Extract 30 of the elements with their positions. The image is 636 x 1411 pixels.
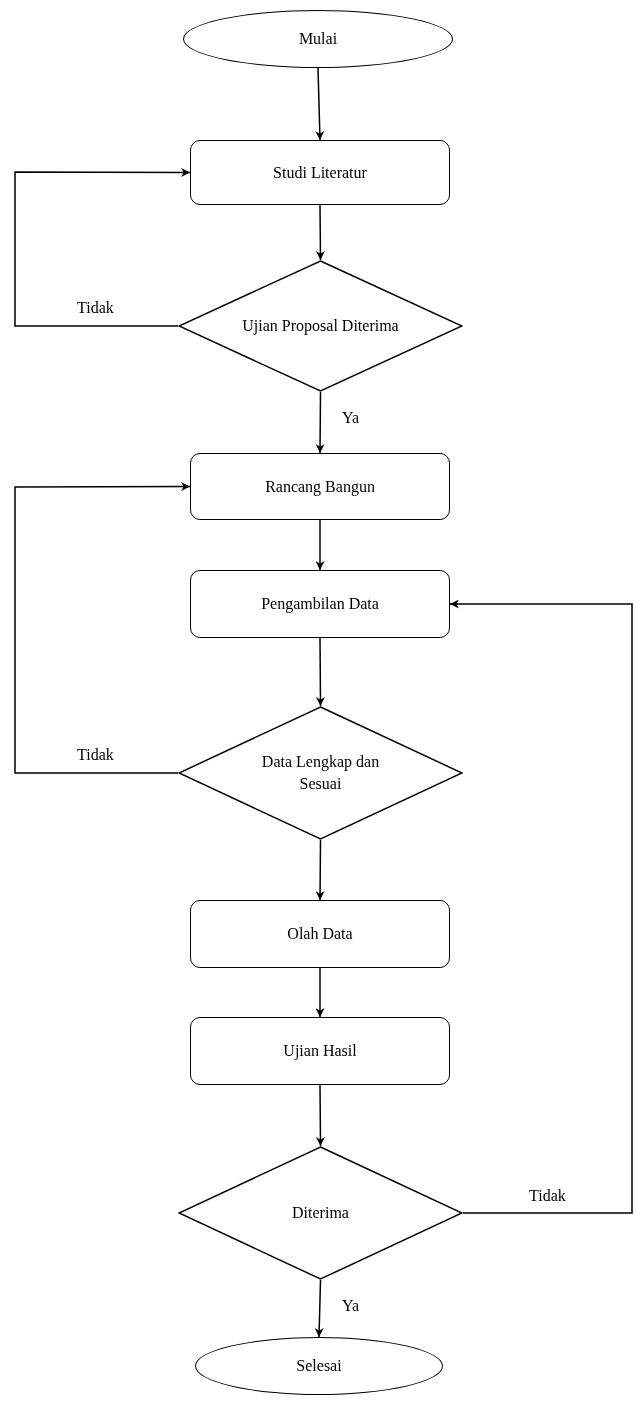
process-box — [190, 140, 450, 205]
arrow — [14, 482, 191, 774]
arrow — [314, 1279, 324, 1338]
node-label: Mulai — [298, 29, 338, 50]
arrow — [315, 391, 325, 454]
arrow — [315, 637, 325, 707]
arrow — [315, 839, 325, 901]
arrow — [315, 67, 325, 141]
process-box — [190, 453, 450, 520]
arrow — [14, 167, 191, 327]
process-box — [190, 570, 450, 638]
arrow — [315, 1084, 325, 1147]
node-label: Selesai — [296, 1356, 342, 1377]
decision-diamond — [178, 260, 463, 392]
decision-diamond — [178, 706, 463, 840]
node-label: Data Lengkap dan Sesuai — [260, 752, 381, 794]
node-label: Pengambilan Data — [261, 594, 379, 615]
arrow — [315, 519, 325, 571]
node-label: Ujian Proposal Diterima — [242, 316, 399, 337]
node-label: Ujian Hasil — [283, 1041, 357, 1062]
process-box — [190, 1017, 450, 1085]
arrow — [315, 204, 325, 261]
decision-diamond — [178, 1146, 463, 1280]
node-label: Rancang Bangun — [265, 476, 375, 498]
node-label: Studi Literatur — [273, 162, 367, 183]
arrow — [315, 967, 325, 1018]
node-label: Olah Data — [287, 924, 353, 945]
node-label: Diterima — [292, 1203, 349, 1224]
arrow — [449, 599, 633, 1214]
process-box — [190, 900, 450, 968]
